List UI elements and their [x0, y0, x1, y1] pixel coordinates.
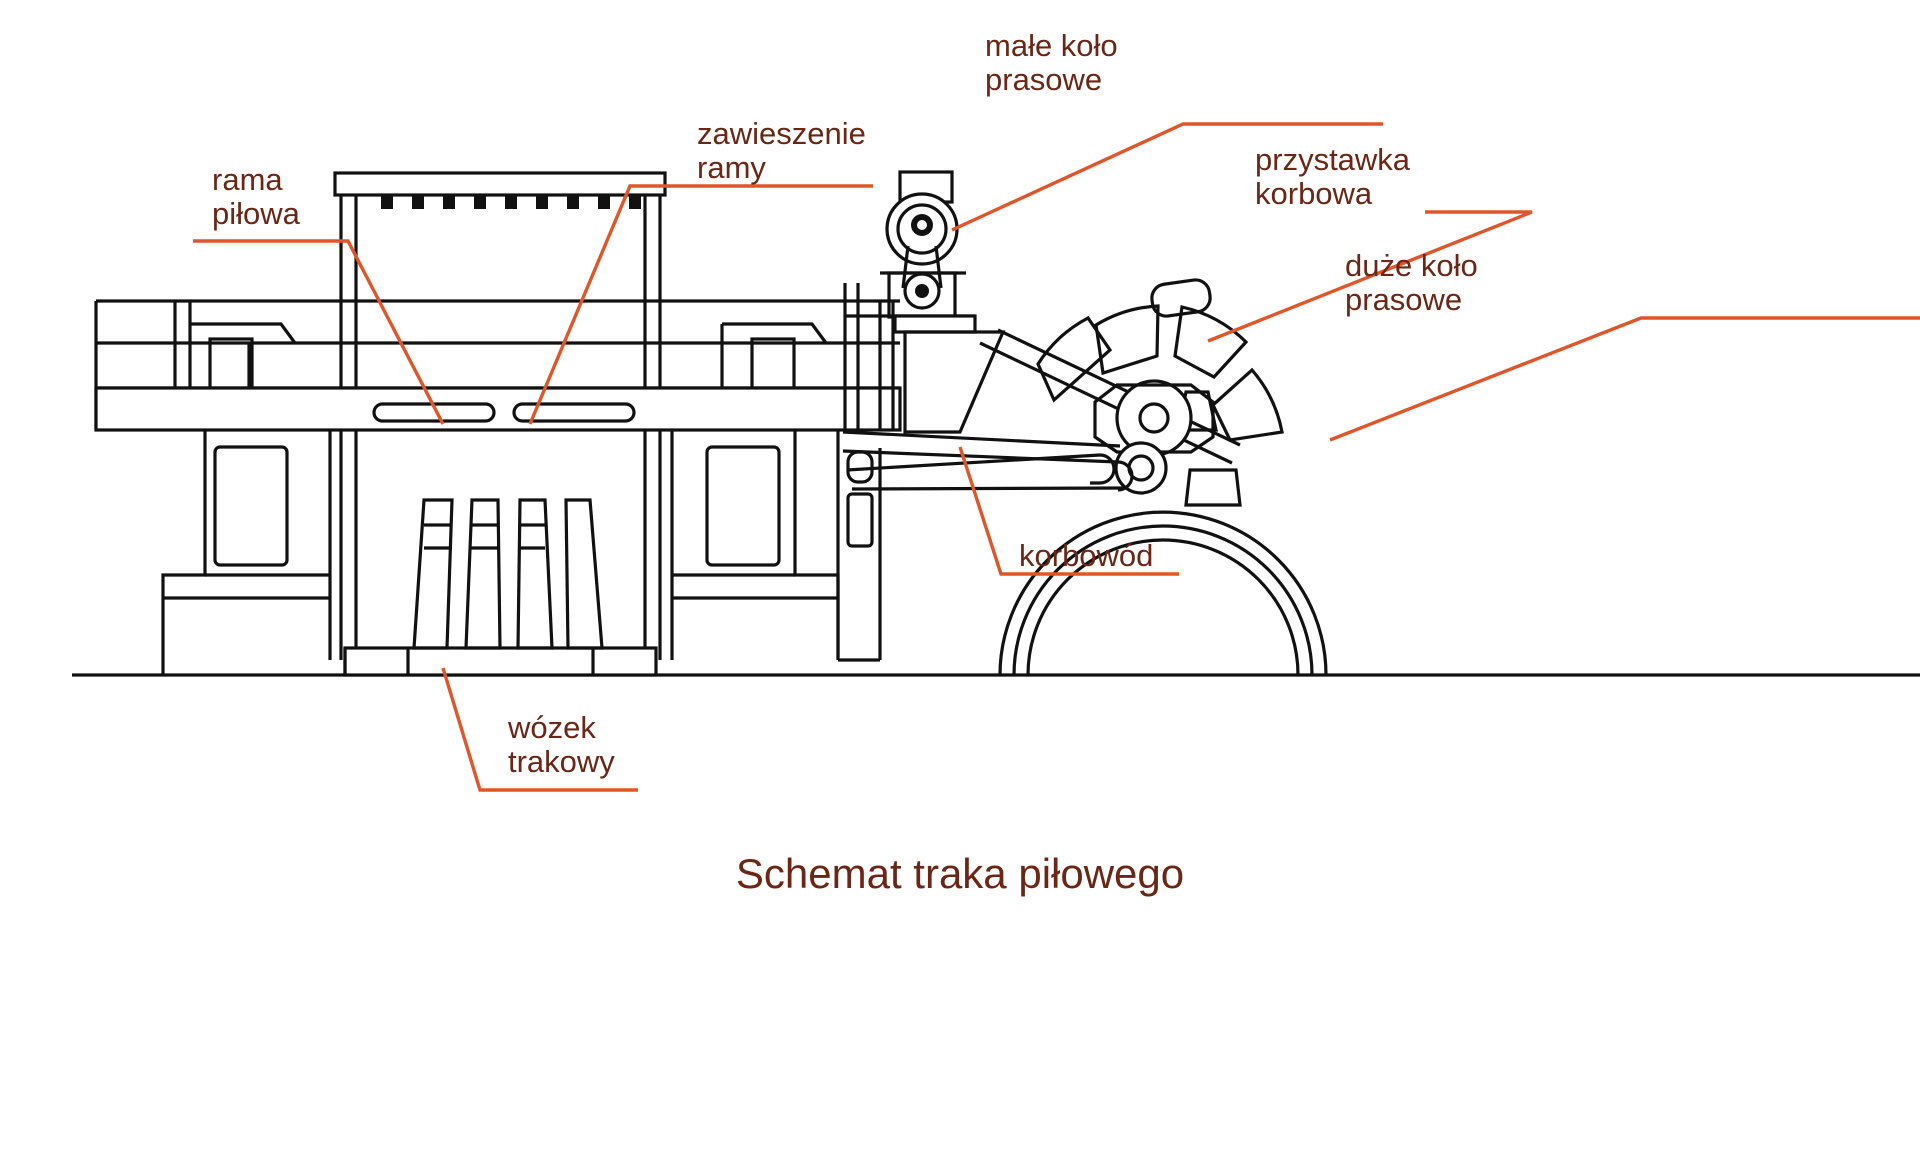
flywheel-spokes: [1036, 278, 1284, 442]
label-male-kolo-prasowe-line1: małe koło: [985, 28, 1118, 63]
frame-teeth: [381, 195, 641, 209]
left-pedestal: [161, 430, 332, 675]
crank-attachment-housing: [903, 328, 1242, 507]
frame-head-canopy: [333, 171, 667, 424]
label-wozek-trakowy-line1: wózek: [507, 710, 596, 745]
right-end-housing: [836, 430, 882, 662]
figure-caption: Schemat traka piłowego: [736, 850, 1184, 897]
label-duze-kolo-prasowe-line1: duże koło: [1345, 248, 1478, 283]
leader-przystawka-korbowa: [1207, 210, 1533, 343]
frame-columns: [339, 430, 662, 660]
connecting-rod: [842, 430, 1134, 492]
label-korbowod: korbowód: [1019, 538, 1153, 573]
label-zawieszenie-ramy-line2: ramy: [697, 150, 766, 185]
leader-wozek-trakowy: [441, 667, 638, 792]
labels-group: rama piłowa zawieszenie ramy małe koło p…: [212, 28, 1478, 779]
leader-lines-group: [193, 122, 1920, 792]
label-wozek-trakowy-line2: trakowy: [508, 744, 615, 779]
label-korbowod-line1: korbowód: [1019, 538, 1153, 573]
small-press-wheel-assembly: [880, 170, 977, 334]
label-male-kolo-prasowe: małe koło prasowe: [985, 28, 1118, 97]
label-wozek-trakowy: wózek trakowy: [507, 710, 615, 779]
label-przystawka-korbowa-line2: korbowa: [1255, 176, 1373, 211]
figure-caption-group: Schemat traka piłowego: [736, 850, 1184, 897]
label-rama-pilowa: rama piłowa: [212, 162, 301, 231]
label-przystawka-korbowa-line1: przystawka: [1255, 142, 1411, 177]
label-rama-pilowa-line1: rama: [212, 162, 283, 197]
right-pedestal: [670, 430, 840, 660]
main-bed-beam: [94, 386, 902, 432]
saw-frame-assembly: [94, 171, 975, 677]
label-duze-kolo-prasowe-line2: prasowe: [1345, 282, 1462, 317]
leader-rama-pilowa: [193, 239, 445, 425]
saw-blades-group: [412, 498, 604, 650]
leader-korbowod: [958, 446, 1179, 576]
label-rama-pilowa-line2: piłowa: [212, 196, 301, 231]
leader-duze-kolo-prasowe: [1329, 316, 1920, 442]
leader-male-kolo-prasowe: [951, 122, 1383, 232]
carriage-bed: [343, 646, 658, 677]
label-zawieszenie-ramy: zawieszenie ramy: [697, 116, 866, 185]
large-press-wheel: [998, 278, 1328, 676]
label-male-kolo-prasowe-line2: prasowe: [985, 62, 1102, 97]
label-zawieszenie-ramy-line1: zawieszenie: [697, 116, 866, 151]
label-przystawka-korbowa: przystawka korbowa: [1255, 142, 1411, 211]
leader-zawieszenie-ramy: [528, 184, 873, 425]
label-duze-kolo-prasowe: duże koło prasowe: [1345, 248, 1478, 317]
